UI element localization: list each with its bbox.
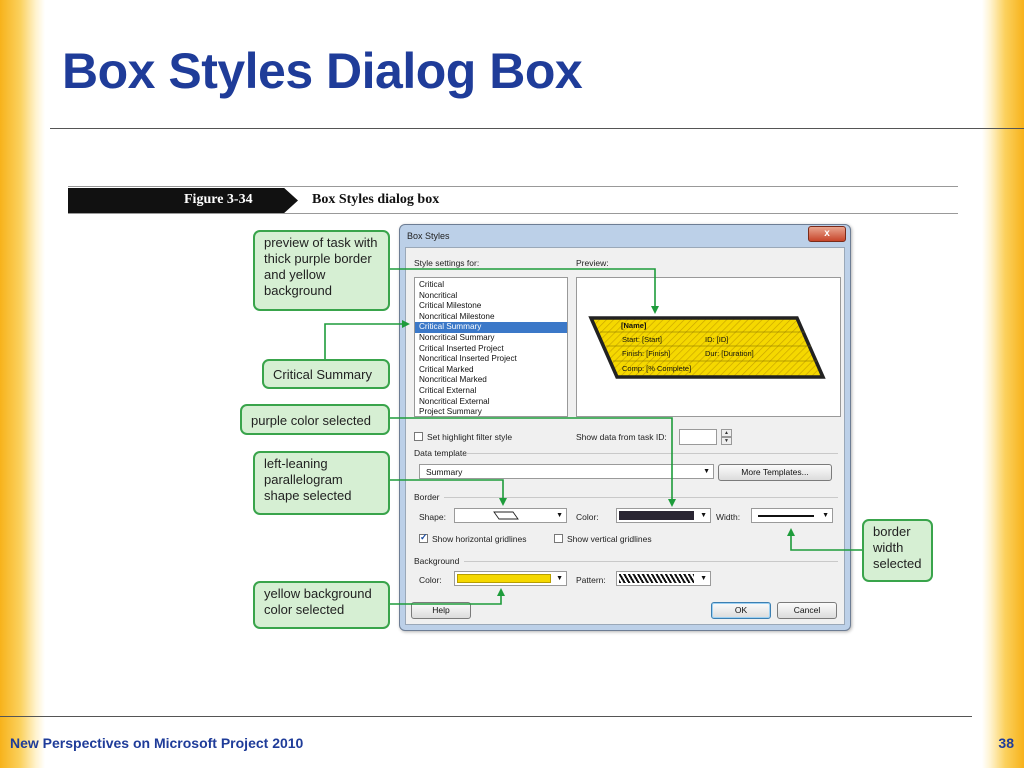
style-list-item[interactable]: Critical Inserted Project — [419, 343, 504, 353]
more-templates-button[interactable]: More Templates... — [718, 464, 832, 481]
show-data-label: Show data from task ID: — [576, 432, 667, 442]
highlight-filter-label: Set highlight filter style — [427, 432, 513, 442]
arrow-to-preview — [390, 268, 659, 314]
style-list-item[interactable]: Noncritical Summary — [419, 332, 495, 342]
preview-start: Start: [Start] — [622, 335, 662, 344]
preview-name: [Name] — [621, 321, 647, 330]
horizontal-gridlines-label: Show horizontal gridlines — [432, 534, 527, 544]
callout-purple-color: purple color selected — [240, 404, 390, 435]
spin-up-button[interactable]: ▲ — [721, 429, 732, 437]
style-list-item[interactable]: Critical Marked — [419, 364, 474, 374]
arrow-to-critical-summary — [324, 320, 410, 359]
border-separator — [444, 497, 838, 498]
vertical-gridlines-label: Show vertical gridlines — [567, 534, 652, 544]
background-color-swatch — [457, 574, 551, 583]
callout-critical-summary: Critical Summary — [262, 359, 390, 389]
highlight-filter-checkbox[interactable] — [414, 432, 423, 441]
arrow-to-background-color — [390, 588, 505, 605]
style-list-item[interactable]: Critical Summary — [415, 322, 567, 333]
style-settings-label: Style settings for: — [414, 258, 480, 268]
border-width-combo[interactable]: ▼ — [751, 508, 833, 523]
close-button[interactable]: x — [808, 226, 846, 242]
figure-label: Figure 3-34 — [184, 192, 253, 207]
dropdown-arrow-icon: ▼ — [700, 512, 707, 519]
style-list-item[interactable]: Noncritical External — [419, 396, 490, 406]
dropdown-arrow-icon: ▼ — [556, 575, 563, 582]
data-template-label: Data template — [414, 448, 467, 458]
background-color-label: Color: — [419, 575, 442, 585]
preview-duration: Dur: [Duration] — [705, 349, 754, 358]
task-id-input[interactable] — [679, 429, 717, 445]
box-styles-dialog: Box Styles x Style settings for: Preview… — [399, 224, 851, 631]
arrow-to-shape — [390, 479, 507, 506]
horizontal-gridlines-checkbox[interactable] — [419, 532, 428, 543]
slide-title: Box Styles Dialog Box — [62, 43, 583, 99]
figure-top-rule — [68, 186, 958, 187]
border-width-swatch — [758, 515, 814, 517]
help-button[interactable]: Help — [411, 602, 471, 619]
callout-border-width: border width selected — [862, 519, 933, 582]
border-label: Border — [414, 492, 440, 502]
preview-finish: Finish: [Finish] — [622, 349, 670, 358]
ok-button[interactable]: OK — [711, 602, 771, 619]
style-list-item[interactable]: Critical — [419, 280, 445, 289]
preview-parallelogram — [588, 316, 826, 379]
style-list-item[interactable]: Noncritical — [419, 290, 458, 300]
width-label: Width: — [716, 512, 741, 522]
style-list-item[interactable]: Noncritical Marked — [419, 375, 487, 385]
figure-caption: Box Styles dialog box — [312, 192, 440, 207]
pattern-combo[interactable]: ▼ — [616, 571, 711, 586]
caret-down-icon: ▼ — [724, 438, 729, 444]
vertical-gridlines-checkbox[interactable] — [554, 534, 563, 543]
cancel-button[interactable]: Cancel — [777, 602, 837, 619]
style-list-item[interactable]: Critical Milestone — [419, 301, 482, 311]
shape-label: Shape: — [419, 512, 446, 522]
arrow-to-border-color — [390, 417, 676, 507]
footer-divider — [0, 716, 972, 717]
preview-id: ID: [ID] — [705, 335, 728, 344]
dropdown-arrow-icon: ▼ — [556, 512, 563, 519]
data-template-value: Summary — [426, 467, 463, 477]
background-label: Background — [414, 556, 460, 566]
caret-up-icon: ▲ — [724, 430, 729, 436]
shape-combo[interactable]: ▼ — [454, 508, 567, 523]
pattern-label: Pattern: — [576, 575, 606, 585]
page-number: 38 — [998, 735, 1014, 751]
background-separator — [464, 561, 838, 562]
dropdown-arrow-icon: ▼ — [703, 468, 710, 475]
parallelogram-shape-icon — [493, 511, 519, 520]
border-color-swatch — [619, 511, 694, 520]
close-icon: x — [824, 228, 830, 239]
style-list-item[interactable]: Critical External — [419, 385, 477, 395]
style-list-item[interactable]: Noncritical Inserted Project — [419, 354, 517, 364]
preview-complete: Comp: [% Complete] — [622, 364, 691, 373]
background-color-combo[interactable]: ▼ — [454, 571, 567, 586]
border-color-combo[interactable]: ▼ — [616, 508, 711, 523]
arrow-to-border-width — [787, 528, 862, 551]
footer-text: New Perspectives on Microsoft Project 20… — [10, 735, 304, 751]
dialog-title: Box Styles — [407, 231, 450, 241]
data-template-combo[interactable]: Summary ▼ — [419, 464, 714, 479]
preview-pane: [Name] Start: [Start] ID: [ID] Finish: [… — [576, 277, 841, 417]
title-divider — [50, 128, 1024, 129]
callout-yellow-background: yellow background color selected — [253, 581, 390, 629]
style-list-item[interactable]: Noncritical Milestone — [419, 311, 495, 321]
figure-bottom-rule — [68, 213, 958, 214]
dropdown-arrow-icon: ▼ — [700, 575, 707, 582]
callout-parallelogram: left-leaning parallelogram shape selecte… — [253, 451, 390, 515]
callout-preview: preview of task with thick purple border… — [253, 230, 390, 311]
preview-label: Preview: — [576, 258, 609, 268]
dropdown-arrow-icon: ▼ — [822, 512, 829, 519]
spin-down-button[interactable]: ▼ — [721, 437, 732, 445]
pattern-swatch — [619, 574, 694, 583]
figure-label-bar — [68, 188, 298, 213]
border-color-label: Color: — [576, 512, 599, 522]
style-list-item[interactable]: Project Summary — [419, 407, 482, 417]
left-decorative-stripe — [0, 0, 45, 768]
preview-box-graphic: [Name] Start: [Start] ID: [ID] Finish: [… — [588, 316, 826, 379]
data-template-separator — [466, 453, 838, 454]
